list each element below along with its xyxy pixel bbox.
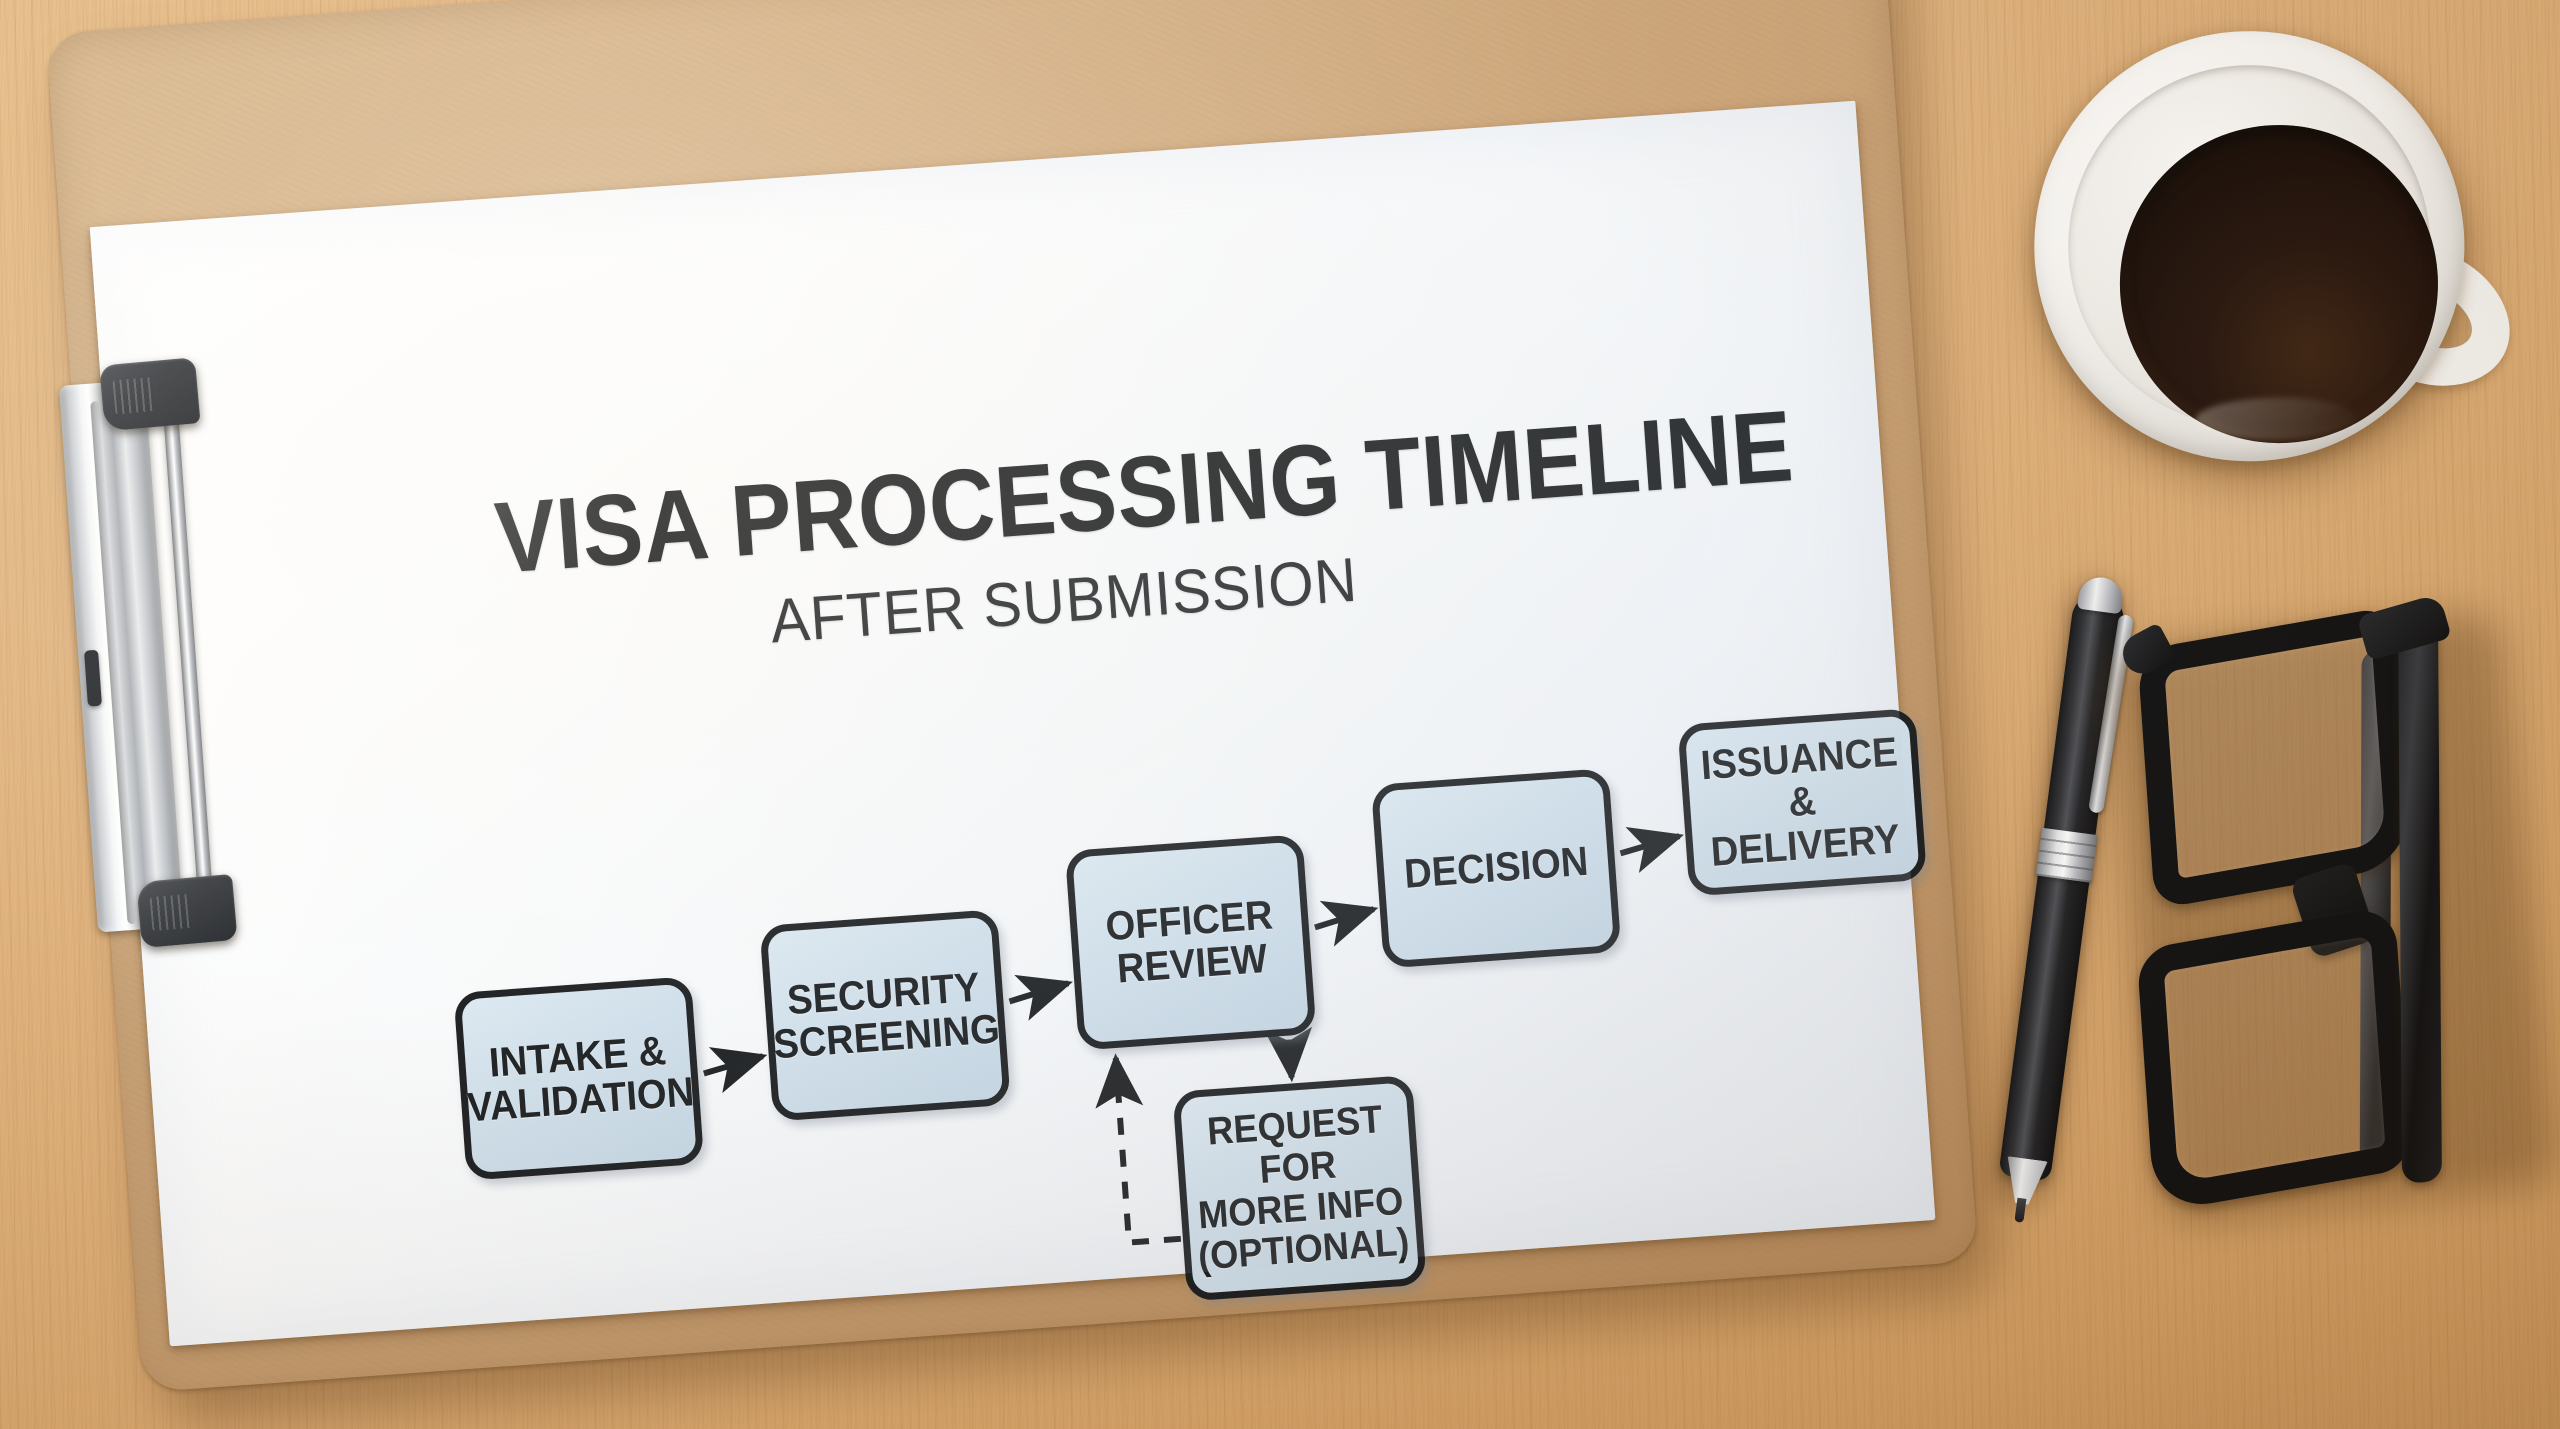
- clipboard-clip[interactable]: [49, 357, 388, 949]
- edge-decision-issuance: [1619, 826, 1684, 874]
- pen-center-ring: [2035, 827, 2098, 883]
- edge-security-officer: [1008, 974, 1073, 1021]
- edge-officer-rfi: [1264, 1026, 1313, 1083]
- eyeglasses-lens-lower: [2136, 904, 2413, 1214]
- clip-cap-top: [99, 357, 201, 432]
- clip-metal-plate: [59, 379, 184, 933]
- flow-node-issuance-delivery[interactable]: ISSUANCE &DELIVERY: [1677, 707, 1928, 897]
- coffee-highlight: [2195, 396, 2356, 442]
- flow-node-decision[interactable]: DECISION: [1370, 768, 1622, 969]
- title-block: VISA PROCESSING TIMELINE AFTER SUBMISSIO…: [430, 390, 1797, 681]
- edge-rfi-officer-dashed: [1095, 1053, 1182, 1246]
- eyeglasses-temple-arm-near: [2398, 620, 2442, 1184]
- flowchart-edges: [702, 826, 1684, 1246]
- clip-cap-ridges: [112, 376, 158, 415]
- clip-cap-bottom: [136, 873, 238, 949]
- clipboard: VISA PROCESSING TIMELINE AFTER SUBMISSIO…: [45, 0, 2033, 1429]
- paper-sheet: VISA PROCESSING TIMELINE AFTER SUBMISSIO…: [89, 100, 1936, 1347]
- eyeglasses: [2093, 575, 2560, 1238]
- flow-node-decision-label: DECISION: [1402, 838, 1590, 898]
- pen-cap-top-icon: [2076, 574, 2125, 615]
- edge-officer-decision: [1314, 900, 1379, 947]
- coffee-mug-body: [2009, 6, 2489, 486]
- edge-intake-security: [702, 1047, 768, 1094]
- clip-cap-ridges: [149, 893, 195, 932]
- flow-node-intake-label: INTAKE &VALIDATION: [465, 1026, 696, 1131]
- flow-node-issuance-delivery-label: ISSUANCE &DELIVERY: [1699, 728, 1902, 875]
- flow-node-intake[interactable]: INTAKE &VALIDATION: [453, 976, 705, 1181]
- coffee-mug-rim: [2047, 44, 2457, 462]
- coffee-mug: [1990, 0, 2551, 576]
